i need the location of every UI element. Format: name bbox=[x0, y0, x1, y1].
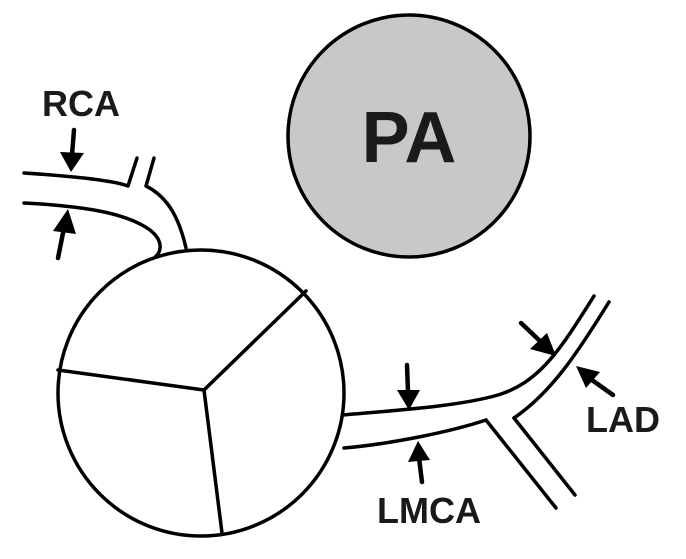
right-coronary-artery bbox=[22, 156, 188, 258]
sinus-commissure-lower bbox=[202, 388, 224, 535]
lmca-lower-wall bbox=[342, 418, 488, 450]
arrow-lad-top bbox=[518, 320, 556, 356]
arrow-rca-top bbox=[60, 127, 84, 172]
rca-label: RCA bbox=[42, 83, 120, 124]
lmca-upper-wall bbox=[341, 294, 596, 417]
lad-label: LAD bbox=[586, 399, 660, 440]
lmca-label: LMCA bbox=[377, 490, 481, 531]
rca-upper-wall bbox=[22, 156, 139, 188]
lad-outer-wall bbox=[512, 300, 611, 420]
rca-outer-wall bbox=[144, 156, 188, 250]
circumflex-lower-wall bbox=[512, 416, 577, 497]
sinus-commissure-left bbox=[56, 368, 206, 392]
arrow-rca-bottom bbox=[53, 209, 76, 261]
aortic-root-circle bbox=[56, 248, 346, 538]
arrow-lmca-bottom bbox=[408, 441, 430, 485]
rca-lower-wall bbox=[22, 201, 162, 258]
arrow-lmca-top bbox=[397, 362, 420, 410]
circumflex-upper-wall bbox=[484, 418, 558, 510]
pulmonary-artery-circle bbox=[286, 13, 532, 259]
aortic-root bbox=[56, 248, 346, 538]
pulmonary-artery: PA bbox=[286, 13, 532, 259]
arrow-lad-bottom bbox=[576, 366, 616, 398]
left-main-coronary-artery bbox=[341, 294, 611, 510]
pulmonary-artery-label: PA bbox=[362, 98, 457, 178]
sinus-commissure-upper bbox=[202, 289, 308, 392]
